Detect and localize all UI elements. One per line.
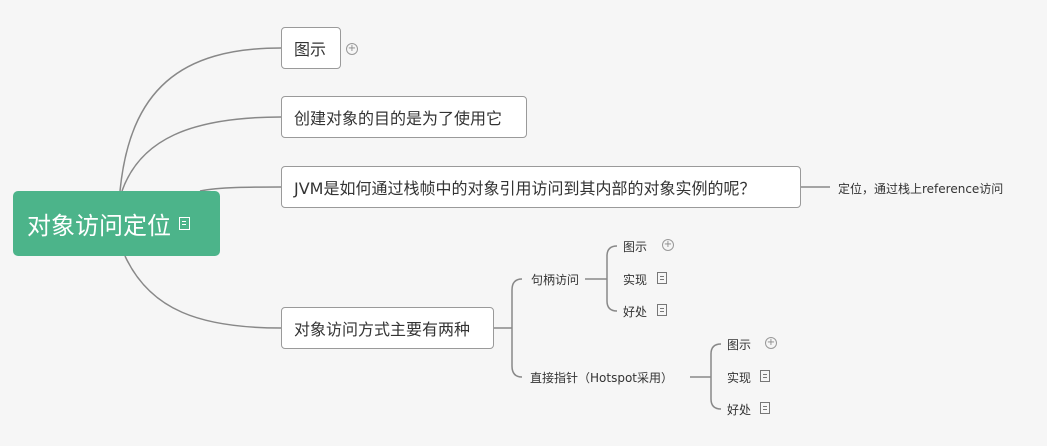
expand-plus-icon[interactable]: + xyxy=(662,239,674,251)
root-topic[interactable]: 对象访问定位 xyxy=(13,191,220,256)
handle-benefit[interactable]: 好处 xyxy=(623,305,648,319)
note-icon[interactable] xyxy=(657,272,667,284)
pointer-benefit[interactable]: 好处 xyxy=(727,403,752,417)
root-label: 对象访问定位 xyxy=(27,212,171,240)
handle-implementation[interactable]: 实现 xyxy=(623,273,648,287)
handle-diagram[interactable]: 图示 xyxy=(623,240,648,254)
note-icon[interactable] xyxy=(657,304,667,316)
note-icon[interactable] xyxy=(760,402,770,414)
topic-label: 图示 xyxy=(294,40,327,59)
pointer-implementation[interactable]: 实现 xyxy=(727,371,752,385)
pointer-diagram[interactable]: 图示 xyxy=(727,338,752,352)
topic-label: JVM是如何通过栈帧中的对象引用访问到其内部的对象实例的呢？ xyxy=(294,179,756,198)
subtopic-direct-pointer[interactable]: 直接指针（Hotspot采用） xyxy=(530,371,673,385)
subtopic-locate[interactable]: 定位，通过栈上reference访问 xyxy=(838,182,1004,196)
topic-label: 创建对象的目的是为了使用它 xyxy=(294,109,503,128)
topic-jvm-question[interactable]: JVM是如何通过栈帧中的对象引用访问到其内部的对象实例的呢？ xyxy=(281,166,801,208)
topic-label: 对象访问方式主要有两种 xyxy=(294,320,471,339)
subtopic-handle-access[interactable]: 句柄访问 xyxy=(531,273,580,287)
expand-plus-icon[interactable]: + xyxy=(346,43,358,55)
topic-diagram[interactable]: 图示 xyxy=(281,27,341,69)
note-icon[interactable] xyxy=(760,370,770,382)
topic-purpose[interactable]: 创建对象的目的是为了使用它 xyxy=(281,96,527,138)
topic-access-methods[interactable]: 对象访问方式主要有两种 xyxy=(281,307,494,349)
expand-plus-icon[interactable]: + xyxy=(765,337,777,349)
note-icon[interactable] xyxy=(179,217,190,230)
